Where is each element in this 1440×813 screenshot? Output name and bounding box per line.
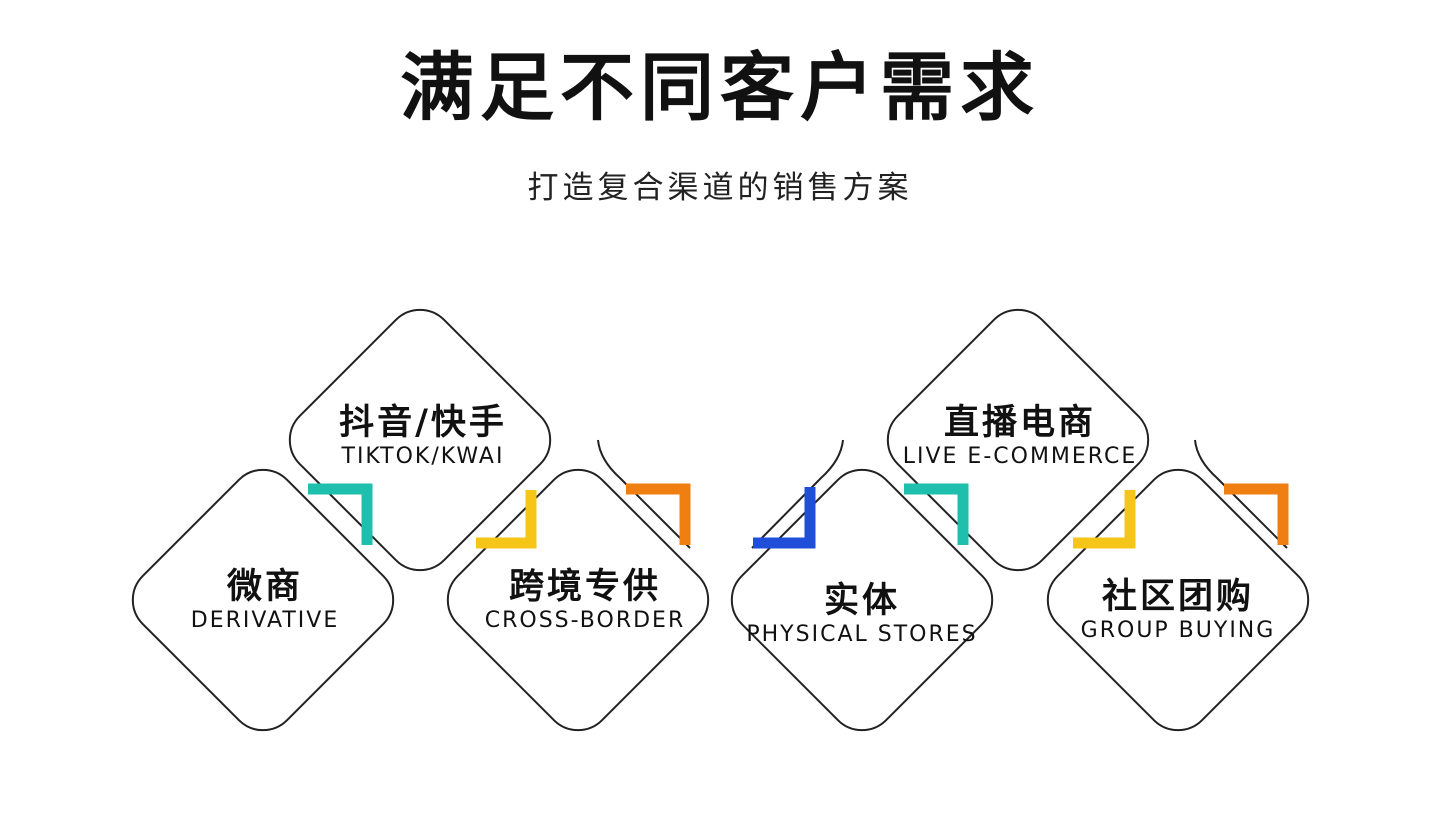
channel-en-label: PHYSICAL STORES — [746, 622, 978, 647]
accent-yellow — [476, 490, 537, 549]
channel-cn-label: 跨境专供 — [508, 567, 661, 607]
channel-derivative: 微商 DERIVATIVE — [115, 566, 415, 634]
diamond-crossborder — [446, 468, 710, 732]
diamond-live — [886, 308, 1150, 572]
channel-cn-label: 实体 — [823, 581, 900, 621]
channel-physical: 实体 PHYSICAL STORES — [712, 580, 1012, 648]
diamond-derivative — [131, 468, 395, 732]
accent-blue — [753, 487, 816, 549]
connector-arc — [751, 439, 844, 549]
channel-en-label: CROSS-BORDER — [484, 608, 686, 633]
channel-cn-label: 微商 — [226, 567, 303, 607]
channel-en-label: LIVE E-COMMERCE — [902, 444, 1138, 469]
accent-teal — [308, 483, 373, 545]
channel-cn-label: 直播电商 — [943, 403, 1096, 443]
accent-orange — [1224, 483, 1289, 545]
channel-en-label: GROUP BUYING — [1080, 618, 1276, 643]
connector-arc — [597, 439, 691, 549]
channel-group: 社区团购 GROUP BUYING — [1028, 576, 1328, 644]
diamond-tiktok — [288, 308, 552, 572]
channel-tiktok: 抖音/快手 TIKTOK/KWAI — [273, 402, 573, 470]
diamond-physical — [730, 468, 994, 732]
channel-cn-label: 抖音/快手 — [339, 403, 507, 443]
channel-cn-label: 社区团购 — [1101, 577, 1254, 617]
channel-en-label: DERIVATIVE — [190, 608, 340, 633]
connector-arc — [1194, 439, 1288, 549]
accent-yellow — [1073, 490, 1136, 549]
diamond-group — [1046, 468, 1310, 732]
channel-live: 直播电商 LIVE E-COMMERCE — [870, 402, 1170, 470]
accent-teal — [904, 483, 969, 545]
page-title: 满足不同客户需求 — [400, 45, 1040, 131]
page-subtitle: 打造复合渠道的销售方案 — [527, 170, 913, 206]
accent-orange — [626, 483, 691, 545]
channel-en-label: TIKTOK/KWAI — [341, 444, 505, 469]
channel-crossborder: 跨境专供 CROSS-BORDER — [435, 566, 735, 634]
